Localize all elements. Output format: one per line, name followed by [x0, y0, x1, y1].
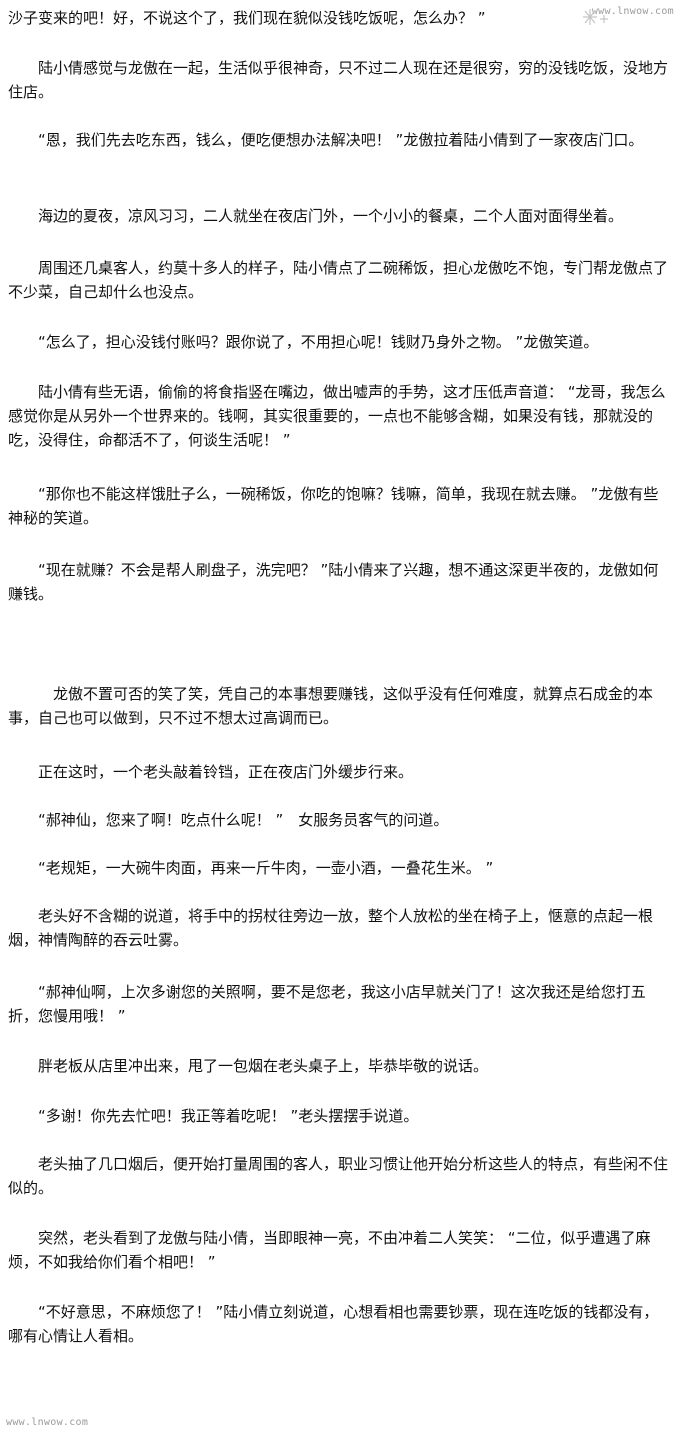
paragraph: 老头抽了几口烟后，便开始打量周围的客人，职业习惯让他开始分析这些人的特点，有些闲… [8, 1155, 669, 1197]
paragraph: 龙傲不置可否的笑了笑，凭自己的本事想要赚钱，这似乎没有任何难度，就算点石成金的本… [8, 685, 654, 727]
paragraph: 陆小倩感觉与龙傲在一起，生活似乎很神奇，只不过二人现在还是很穷，穷的没钱吃饭，没… [8, 59, 669, 101]
paragraph: 海边的夏夜，凉风习习，二人就坐在夜店门外，一个小小的餐桌，二个人面对面得坐着。 [8, 207, 624, 225]
watermark-bottom: www.lnwow.com [6, 1417, 89, 1428]
paragraph: 沙子变来的吧！好，不说这个了，我们现在貌似没钱吃饭呢，怎么办？ ” [8, 9, 486, 27]
snowflake-decoration-icon [583, 9, 608, 25]
paragraph: “不好意思，不麻烦您了！ ”陆小倩立刻说道，心想看相也需要钞票，现在连吃饭的钱都… [8, 1303, 659, 1345]
paragraph: “那你也不能这样饿肚子么，一碗稀饭，你吃的饱嘛？钱嘛，简单，我现在就去赚。 ”龙… [8, 485, 659, 527]
paragraph: 正在这时，一个老头敲着铃铛，正在夜店门外缓步行来。 [8, 763, 414, 781]
paragraph: “怎么了，担心没钱付账吗？跟你说了，不用担心呢！钱财乃身外之物。 ”龙傲笑道。 [8, 333, 599, 351]
paragraph: 突然，老头看到了龙傲与陆小倩，当即眼神一亮，不由冲着二人笑笑： “二位，似乎遭遇… [8, 1229, 651, 1271]
paragraph: “老规矩，一大碗牛肉面，再来一斤牛肉，一壶小酒，一叠花生米。 ” [8, 859, 494, 877]
paragraph: “多谢！你先去忙吧！我正等着吃呢！ ”老头摆摆手说道。 [8, 1107, 419, 1125]
paragraph: 陆小倩有些无语，偷偷的将食指竖在嘴边，做出嘘声的手势，这才压低声音道： “龙哥，… [8, 383, 666, 449]
paragraph: “郝神仙啊，上次多谢您的关照啊，要不是您老，我这小店早就关门了！这次我还是给您打… [8, 983, 646, 1025]
paragraph: 老头好不含糊的说道，将手中的拐杖往旁边一放，整个人放松的坐在椅子上，惬意的点起一… [8, 907, 654, 949]
paragraph: 周围还几桌客人，约莫十多人的样子，陆小倩点了二碗稀饭，担心龙傲吃不饱，专门帮龙傲… [8, 259, 669, 301]
paragraph: “恩，我们先去吃东西，钱么，便吃便想办法解决吧！ ”龙傲拉着陆小倩到了一家夜店门… [8, 131, 644, 149]
watermark-top: www.lnwow.com [591, 6, 674, 17]
paragraph: 胖老板从店里冲出来，甩了一包烟在老头桌子上，毕恭毕敬的说话。 [8, 1057, 489, 1075]
paragraph: “现在就赚？不会是帮人刷盘子，洗完吧？ ”陆小倩来了兴趣，想不通这深更半夜的，龙… [8, 561, 659, 603]
paragraph: “郝神仙，您来了啊！吃点什么呢！ ” 女服务员客气的问道。 [8, 811, 449, 829]
